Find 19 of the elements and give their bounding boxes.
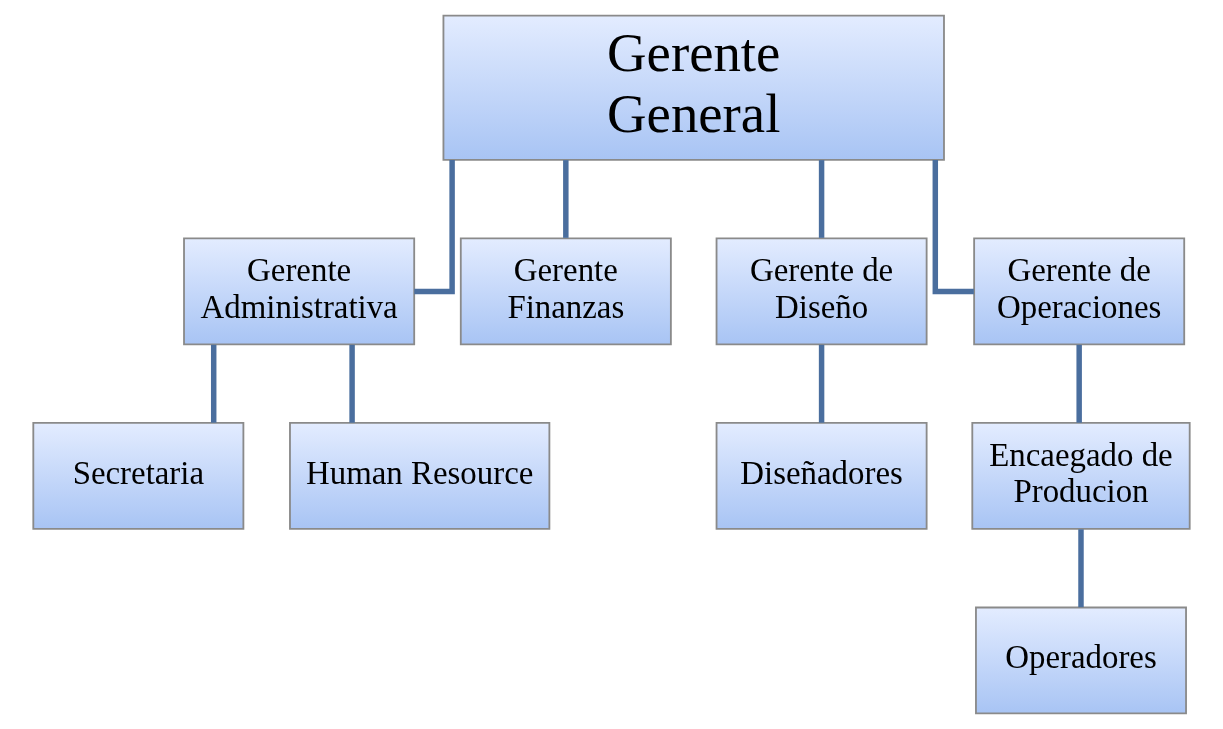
- node-box: Gerente General: [442, 14, 945, 161]
- node-box: Human Resource: [289, 422, 551, 530]
- connector: [818, 344, 825, 423]
- node-box: Operadores: [975, 606, 1187, 715]
- node-box: Gerente Administrativa: [183, 237, 416, 346]
- connector: [932, 160, 974, 295]
- connector: [818, 160, 825, 238]
- node-box: Gerente de Operaciones: [973, 237, 1186, 346]
- node-box: Secretaria: [32, 422, 245, 530]
- connector: [210, 344, 217, 423]
- connector: [563, 160, 569, 238]
- connector: [1076, 344, 1082, 423]
- node-box: Gerente Finanzas: [459, 237, 672, 346]
- node-box: Diseñadores: [715, 422, 928, 530]
- connector: [349, 344, 355, 423]
- node-box: Gerente de Diseño: [715, 237, 928, 346]
- connector: [414, 160, 455, 295]
- connector: [1078, 529, 1084, 608]
- node-box: Encaegado de Producion: [971, 422, 1191, 530]
